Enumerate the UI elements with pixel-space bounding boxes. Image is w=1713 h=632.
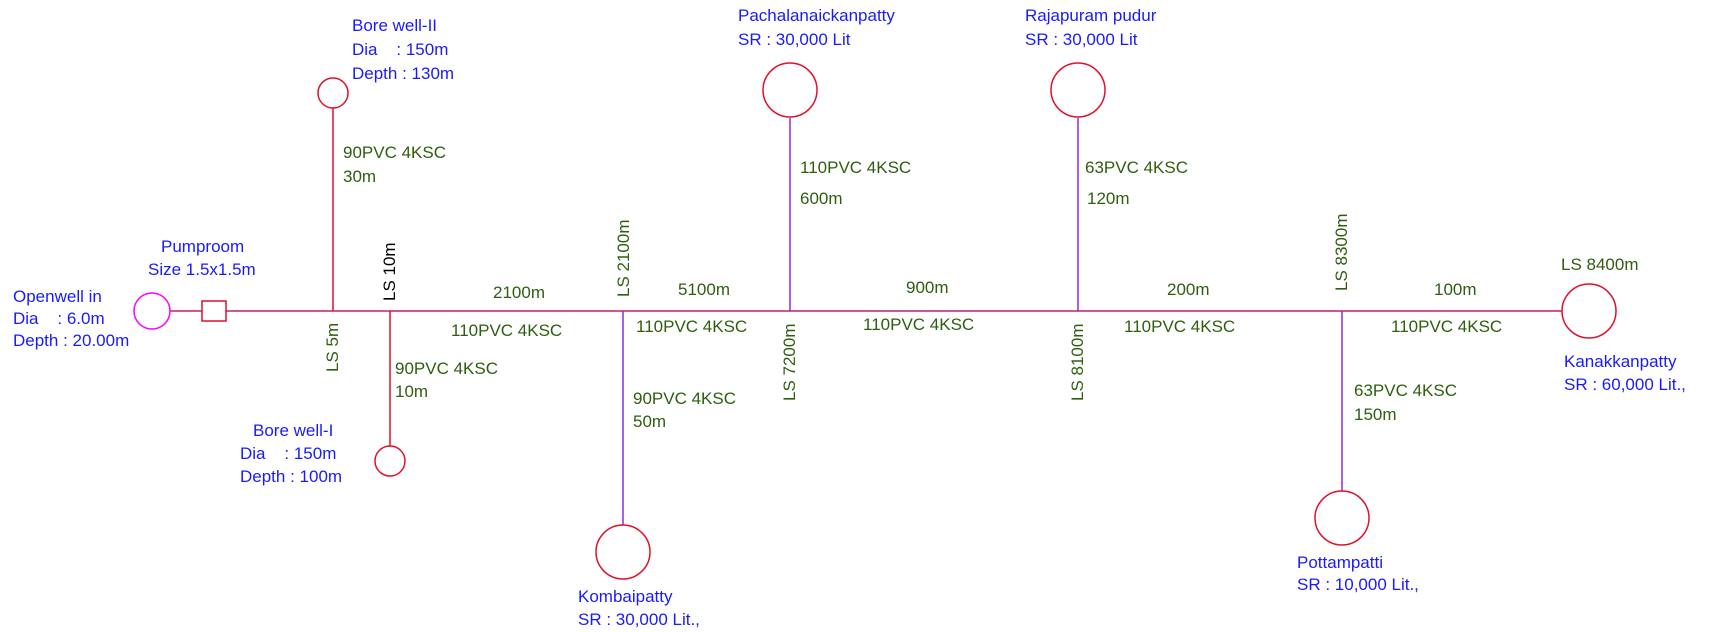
rajapuram-capacity: SR : 30,000 Lit — [1025, 30, 1138, 49]
borewell-2-circle — [317, 77, 349, 109]
pottampatti-length: 150m — [1354, 405, 1397, 424]
borewell-1-dia: Dia : 150m — [240, 444, 337, 463]
pumproom-title: Pumproom — [161, 237, 245, 256]
segment-5-pipe: 110PVC 4KSC — [1391, 317, 1503, 336]
rajapuram-pipe: 63PVC 4KSC — [1085, 158, 1188, 177]
kombaipatty-length: 50m — [633, 412, 667, 431]
chainage-ls5: LS 5m — [323, 322, 342, 372]
kombaipatty-capacity: SR : 30,000 Lit., — [578, 610, 700, 629]
borewell-1-pipe: 90PVC 4KSC — [395, 359, 498, 378]
chainage-ls8300: LS 8300m — [1332, 213, 1351, 292]
segment-2-length: 5100m — [678, 280, 730, 299]
borewell-2-pipe: 90PVC 4KSC — [343, 143, 446, 162]
kombaipatty-pipe: 90PVC 4KSC — [633, 389, 736, 408]
borewell-1-circle — [374, 445, 406, 477]
pachalanaickanpatty-pipe: 110PVC 4KSC — [800, 158, 912, 177]
borewell-2-dia: Dia : 150m — [352, 40, 449, 59]
borewell-1-depth: Depth : 100m — [240, 467, 343, 486]
kombaipatty-name: Kombaipatty — [578, 587, 673, 606]
openwell-depth: Depth : 20.00m — [13, 331, 130, 350]
pottampatti-capacity: SR : 10,000 Lit., — [1297, 575, 1419, 594]
pachalanaickanpatty-capacity: SR : 30,000 Lit — [738, 30, 851, 49]
pachalanaickanpatty-name: Pachalanaickanpatty — [738, 6, 895, 25]
borewell-1-title: Bore well-I — [253, 421, 334, 440]
kombaipatty-tank — [595, 524, 651, 580]
segment-1-pipe: 110PVC 4KSC — [451, 321, 563, 340]
pachalanaickanpatty-length: 600m — [800, 189, 843, 208]
segment-3-length: 900m — [906, 278, 949, 297]
borewell-2-length: 30m — [343, 167, 377, 186]
pachalanaickanpatty-tank — [762, 62, 818, 118]
pumproom-size: Size 1.5x1.5m — [148, 260, 256, 279]
chainage-ls8100: LS 8100m — [1068, 323, 1087, 402]
pottampatti-pipe: 63PVC 4KSC — [1354, 381, 1457, 400]
borewell-2-title: Bore well-II — [352, 16, 438, 35]
segment-4-pipe: 110PVC 4KSC — [1124, 317, 1236, 336]
openwell-dia: Dia : 6.0m — [13, 309, 105, 328]
segment-2-pipe: 110PVC 4KSC — [636, 317, 748, 336]
chainage-ls10: LS 10m — [380, 242, 399, 301]
chainage-ls2100: LS 2100m — [614, 219, 633, 298]
openwell-title: Openwell in — [13, 287, 102, 306]
segment-4-length: 200m — [1167, 280, 1210, 299]
kanakkanpatty-name: Kanakkanpatty — [1564, 352, 1677, 371]
borewell-2-depth: Depth : 130m — [352, 64, 455, 83]
segment-1-length: 2100m — [493, 283, 545, 302]
pottampatti-tank — [1314, 490, 1370, 546]
kanakkanpatty-capacity: SR : 60,000 Lit., — [1564, 375, 1686, 394]
chainage-ls7200: LS 7200m — [780, 323, 799, 402]
segment-5-length: 100m — [1434, 280, 1477, 299]
kanakkanpatty-tank — [1561, 283, 1617, 339]
rajapuram-length: 120m — [1087, 189, 1130, 208]
pottampatti-name: Pottampatti — [1297, 553, 1383, 572]
rajapuram-name: Rajapuram pudur — [1025, 6, 1157, 25]
rajapuram-tank — [1050, 62, 1106, 118]
openwell-circle — [133, 292, 171, 330]
segment-3-pipe: 110PVC 4KSC — [863, 315, 975, 334]
chainage-ls8400: LS 8400m — [1561, 255, 1639, 274]
pumproom-box — [201, 300, 227, 322]
borewell-1-length: 10m — [395, 382, 429, 401]
